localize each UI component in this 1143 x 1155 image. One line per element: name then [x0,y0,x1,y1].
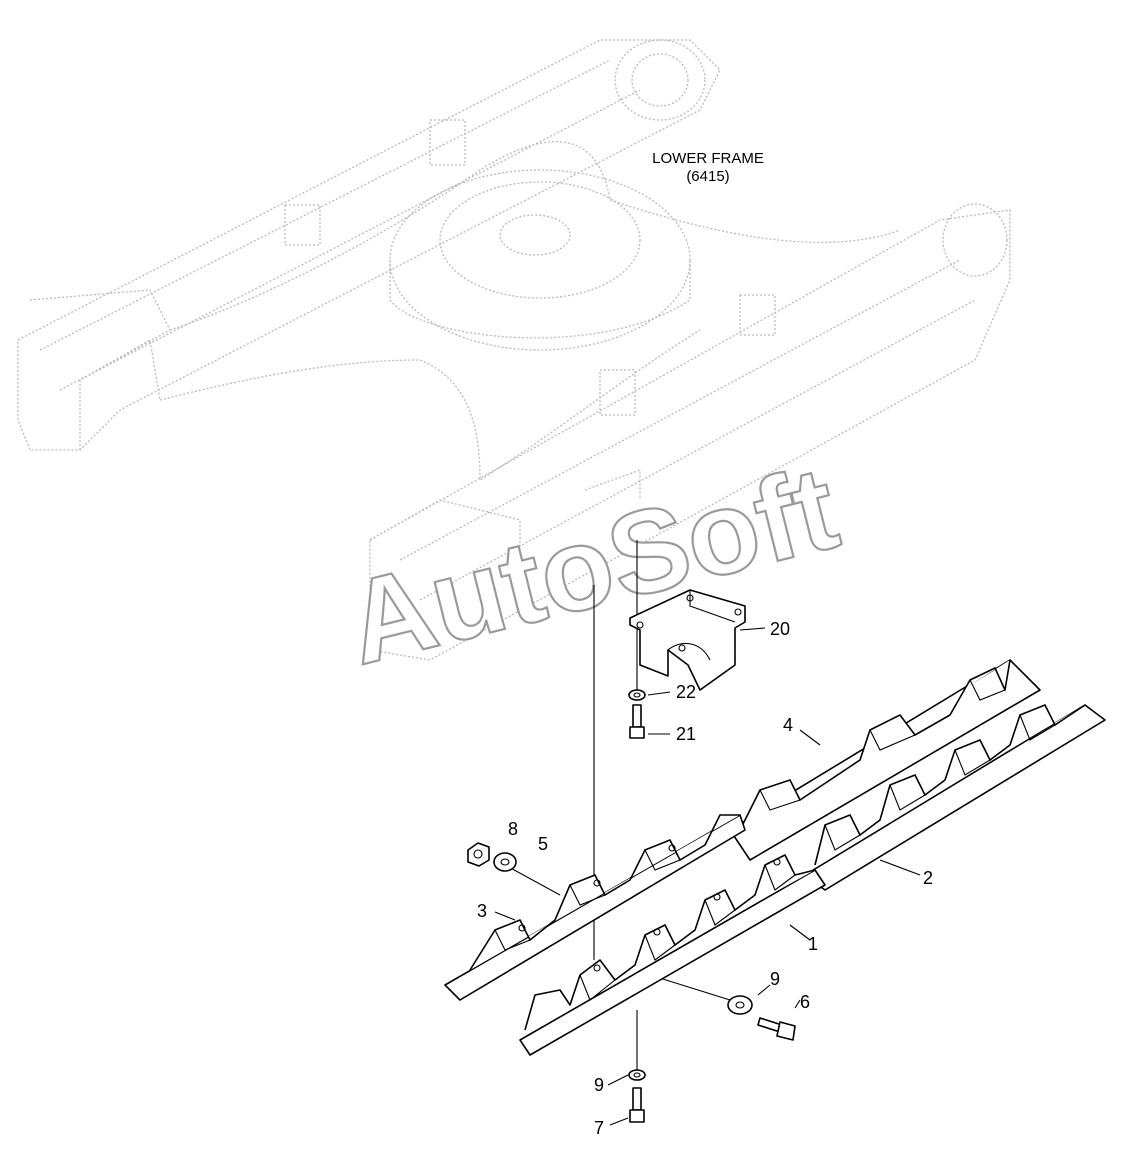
washer-part-9-right [727,995,753,1015]
callout-7: 7 [594,1118,604,1138]
callout-6: 6 [800,992,810,1012]
rail-part-2 [804,704,1106,891]
bolt-part-6 [757,1017,796,1041]
bolt-part-7 [629,1087,645,1123]
callout-3: 3 [477,901,487,921]
lower-frame-outline [17,39,1011,661]
washer-part-22 [628,689,646,701]
rail-part-3 [444,814,746,1001]
callout-9-bottom: 9 [594,1075,604,1095]
watermark: AutoSoft [334,442,849,691]
callout-5: 5 [538,834,548,854]
callout-numbers: 20 22 21 4 8 5 2 3 1 9 6 9 7 [477,619,933,1138]
callout-21: 21 [676,724,696,744]
callout-8: 8 [508,819,518,839]
frame-label-line2: (6415) [686,168,729,185]
washer-part-9-bottom [628,1069,646,1081]
bracket-part-20 [629,589,746,691]
washer-part-5 [493,852,517,872]
callout-20: 20 [770,619,790,639]
callout-9-right: 9 [770,969,780,989]
callout-4: 4 [783,715,793,735]
callout-2: 2 [923,868,933,888]
bolt-part-21 [629,704,645,739]
callout-22: 22 [676,682,696,702]
rail-part-4 [729,659,1041,861]
rail-part-1 [519,854,826,1056]
callout-1: 1 [808,934,818,954]
frame-label-line1: LOWER FRAME [652,150,764,167]
nut-part-8 [467,842,490,867]
